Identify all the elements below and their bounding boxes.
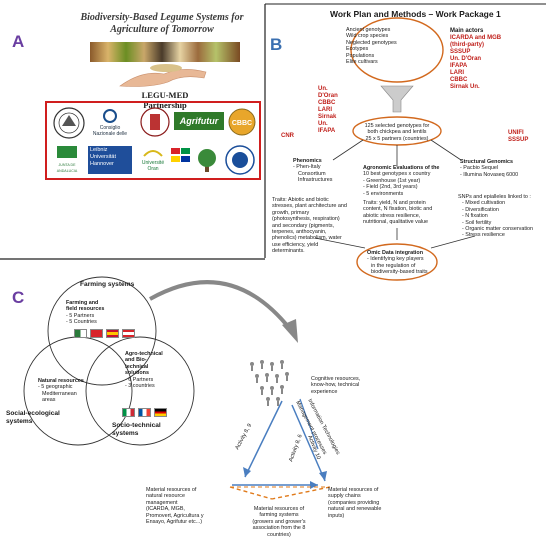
ifapa-logo: JUNTA DE ANDALUCIA	[52, 144, 82, 176]
flag-lebanon-icon	[122, 329, 135, 338]
pisa-seal-icon	[140, 107, 170, 137]
panel-b-diagram-shapes	[314, 17, 476, 281]
agrifutur-logo: Agrifutur	[174, 112, 224, 130]
material-natural-resources: Material resources of natural resource m…	[146, 487, 204, 526]
ifapa-mark-icon	[57, 146, 77, 158]
agronomic-block: Agronomic Evaluations of the 10 best gen…	[363, 165, 440, 197]
partner-logos-box	[45, 101, 261, 180]
structural-block: Structural Genomics - Pacbio Sequel - Il…	[460, 159, 519, 178]
hand-icon	[119, 64, 207, 87]
panel-c-letter: C	[12, 288, 25, 307]
farming-systems-title: Farming systems	[80, 281, 135, 288]
panel-a-title: Biodiversity-Based Legume Systems for Ag…	[80, 12, 244, 35]
panel-a-letter: A	[12, 32, 25, 51]
oran-logo: Université Oran	[138, 146, 168, 174]
activity-8-9-label: Activity 8, 9	[234, 423, 253, 451]
material-supply-chains: Material resources of supply chains (com…	[328, 487, 382, 519]
selected-genotypes: 125 selected genotypes for both chickpea…	[364, 123, 430, 142]
panel-b-letter: B	[270, 35, 283, 54]
flags-emblem-icon	[171, 148, 190, 162]
university-seal-icon	[53, 107, 85, 139]
genotype-list: Ancient genotypes Wild crop species Negl…	[346, 27, 397, 66]
panel-c-shapes	[23, 276, 331, 500]
hannover-logo: Leibniz Universität Hannover	[88, 146, 132, 174]
activity-8-6-label: Activity 8, 6	[288, 434, 303, 463]
unifi-label: UNIFI SSSUP	[508, 130, 529, 143]
traits-left: Traits: Abiotic and biotic stresses, pla…	[272, 197, 347, 255]
lari-tree-icon	[198, 149, 216, 172]
oran-mark-icon	[143, 150, 163, 157]
socio-technical-label: Socio-technical systems	[112, 422, 161, 437]
people-crowd-icon	[250, 360, 289, 406]
agro-technical-box: Agro-technical and Bio- technical soluti…	[125, 351, 163, 390]
cnr-label: CNR	[281, 133, 294, 139]
activity-labels: Activity 8, 9 Activity 10 Activity 8, 6 …	[234, 398, 340, 463]
flag-germany-icon	[154, 408, 167, 417]
cbbc-label: CBBC	[232, 120, 252, 127]
cnr-mark-icon	[103, 109, 117, 123]
flag-spain-icon	[106, 329, 119, 338]
snps-block: SNPs and epialleles linked to : - Mixed …	[458, 194, 534, 239]
traits-mid: Traits: yield, N and protein content, N …	[363, 200, 433, 226]
sirnak-seal-icon	[225, 145, 255, 175]
phenomics-block: Phenomics - Phen-Italy Consortium Infras…	[293, 158, 333, 184]
cognitive-resources: Cognitive resources, know-how, technical…	[311, 376, 361, 395]
legume-seed-photo-strip	[90, 42, 240, 62]
flag-italy-icon	[122, 408, 135, 417]
farming-resources-box: Farming and field resources - 5 Partners…	[66, 300, 105, 326]
flag-tunisia-icon	[90, 329, 103, 338]
main-actors: Main actors ICARDA and MGB (third-party)…	[450, 28, 502, 90]
left-actors: Un. D'Oran CBBC LARI Sirnak Un. IFAPA	[318, 86, 338, 134]
material-farming-systems: Material resources of farming systems (g…	[252, 506, 306, 538]
partnership-title: LEGU-MED Partnership	[141, 90, 189, 110]
flag-algeria-icon	[74, 329, 87, 338]
social-ecological-label: Social-ecological systems	[6, 410, 60, 425]
cnr-logo: Consiglio Nazionale delle Ricerche	[90, 109, 130, 137]
omic-block: Omic Data integration - Identifying key …	[367, 250, 428, 276]
natural-resources-box: Natural resources - 5 geographic Mediter…	[38, 378, 84, 404]
cbbc-icon: CBBC	[228, 108, 256, 136]
work-plan-heading: Work Plan and Methods – Work Package 1	[330, 9, 501, 19]
flag-france-icon	[138, 408, 151, 417]
